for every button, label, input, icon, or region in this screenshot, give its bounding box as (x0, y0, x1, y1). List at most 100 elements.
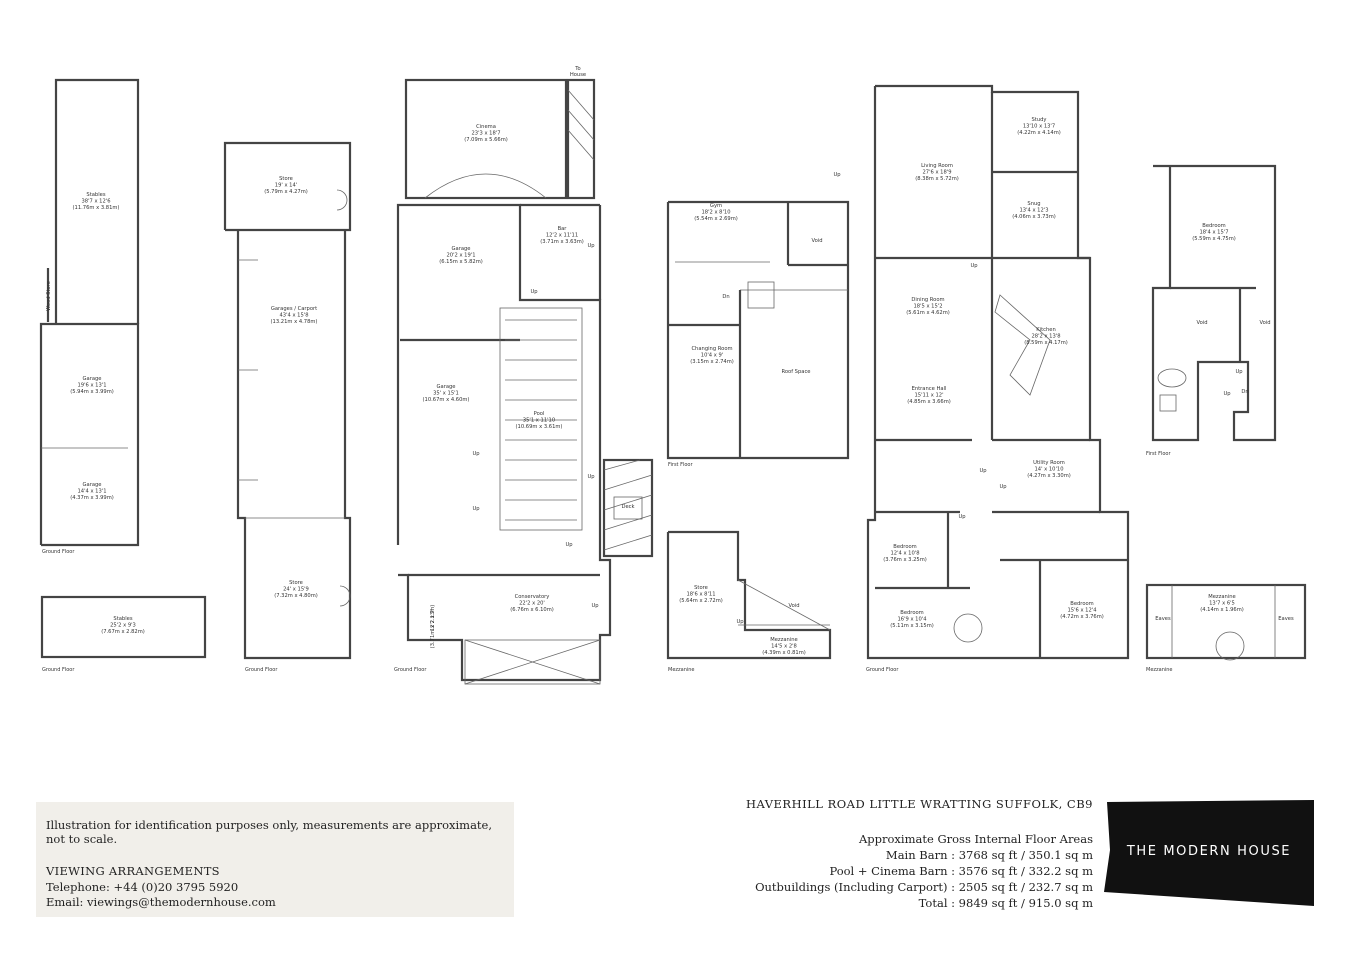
room-label: Store (694, 585, 708, 591)
to-house-label: To (574, 66, 580, 72)
area-outbuildings: Outbuildings (Including Carport) : 2505 … (755, 880, 1093, 894)
main-first-floor (1151, 164, 1277, 442)
garages-carport-building (223, 141, 352, 660)
room-label: Void (1259, 320, 1270, 326)
property-address: HAVERHILL ROAD LITTLE WRATTING SUFFOLK, … (745, 797, 1093, 811)
room-label: Mezzanine (770, 637, 798, 643)
room-label: Void (1196, 320, 1207, 326)
room-label: Kitchen (1036, 327, 1056, 333)
floor-label: Mezzanine (668, 667, 695, 673)
room-label: (8.38m x 5.72m) (915, 176, 959, 182)
room-label: (10.69m x 3.61m) (516, 424, 563, 430)
room-label: (3.71m x 3.63m) (540, 239, 584, 245)
stair-marker: Up (472, 506, 480, 512)
logo-text: THE MODERN HOUSE (1126, 844, 1292, 859)
room-label: (10.67m x 4.60m) (423, 397, 470, 403)
to-house-label: House (570, 72, 586, 78)
email-line: Email: viewings@themodernhouse.com (46, 895, 276, 909)
stair-marker: Up (736, 619, 744, 625)
room-label: 12'2 x 11'11 (546, 233, 578, 239)
area-total: Total : 9849 sq ft / 915.0 sq m (918, 896, 1093, 910)
room-label: 12'2 x 7' (430, 609, 436, 631)
room-label: Dining Room (911, 297, 944, 303)
room-label: Void (788, 603, 799, 609)
room-label: Bar (558, 226, 568, 232)
room-label: Garage (83, 376, 102, 382)
room-label: Study (1032, 117, 1047, 123)
room-label: 24' x 15'9 (283, 587, 309, 593)
room-label: (8.59m x 4.17m) (1024, 340, 1068, 346)
room-label: 14'5 x 2'8 (771, 644, 797, 650)
room-label: (4.85m x 3.66m) (907, 399, 951, 405)
room-label: (3.76m x 3.25m) (883, 557, 927, 563)
room-label: Bedroom (900, 610, 923, 616)
stair-marker: Up (1223, 391, 1231, 397)
room-label: (5.94m x 3.99m) (70, 389, 114, 395)
stables-small-building (40, 595, 207, 659)
room-label: 18'2 x 8'10 (701, 210, 730, 216)
room-label: Bedroom (1070, 601, 1093, 607)
room-label: 25'2 x 9'3 (110, 623, 136, 629)
pool-mezzanine (666, 530, 832, 660)
room-label: 28'2 x 13'8 (1031, 334, 1060, 340)
room-label: Garages / Carport (271, 306, 317, 312)
room-label: 14' x 10'10 (1034, 467, 1063, 473)
stair-marker: Up (958, 514, 966, 520)
room-label: 38'7 x 12'6 (81, 199, 110, 205)
disclaimer-note: Illustration for identification purposes… (46, 818, 493, 846)
deck-label: Deck (621, 504, 634, 510)
room-label: 43'4 x 15'8 (279, 313, 308, 319)
room-label: Cinema (476, 124, 496, 130)
floor-label: Ground Floor (866, 667, 899, 673)
room-label: Pool (534, 411, 545, 417)
room-label: 18'4 x 15'7 (1199, 230, 1228, 236)
room-label: (4.22m x 4.14m) (1017, 130, 1061, 136)
room-label: 23'3 x 18'7 (471, 131, 500, 137)
room-label: Snug (1027, 201, 1040, 207)
room-label: (4.37m x 3.99m) (70, 495, 114, 501)
stair-marker: Up (833, 172, 841, 178)
room-label: (13.21m x 4.78m) (271, 319, 318, 325)
room-label: Living Room (921, 163, 953, 169)
area-main-barn: Main Barn : 3768 sq ft / 350.1 sq m (885, 848, 1093, 862)
room-label: Bedroom (893, 544, 916, 550)
room-label: Void (811, 238, 822, 244)
room-label: 12'4 x 10'8 (890, 551, 919, 557)
room-label: (4.14m x 1.96m) (1200, 607, 1244, 613)
room-label: Entrance Hall (912, 386, 947, 392)
room-label: 20'2 x 19'1 (446, 253, 475, 259)
stair-marker: Up (530, 289, 538, 295)
room-label: (6.76m x 6.10m) (510, 607, 554, 613)
room-label: (7.09m x 5.66m) (464, 137, 508, 143)
room-label: (5.64m x 2.72m) (679, 598, 723, 604)
room-label: Stables (113, 616, 132, 622)
room-label: (6.15m x 5.82m) (439, 259, 483, 265)
areas-heading: Approximate Gross Internal Floor Areas (858, 832, 1093, 846)
room-label: Garage (83, 482, 102, 488)
floor-label: Ground Floor (42, 667, 75, 673)
room-label: (4.39m x 0.81m) (762, 650, 806, 656)
room-label: 15'11 x 12' (914, 393, 943, 399)
room-label: (5.61m x 4.62m) (906, 310, 950, 316)
stables-building (39, 78, 140, 547)
room-label: (5.11m x 3.15m) (890, 623, 934, 629)
room-label: 18'6 x 8'11 (686, 592, 715, 598)
brand-logo (1104, 800, 1314, 906)
room-label: 35' x 15'1 (433, 391, 459, 397)
stair-marker: Up (587, 243, 595, 249)
room-label: 13'10 x 13'7 (1023, 124, 1055, 130)
wood-store-label: Wood Store (46, 281, 52, 311)
floor-label: First Floor (668, 462, 693, 468)
room-label: Conservatory (515, 594, 550, 600)
viewing-heading: VIEWING ARRANGEMENTS (46, 864, 220, 878)
room-label: (5.54m x 2.69m) (694, 216, 738, 222)
room-label: 15'6 x 12'4 (1067, 608, 1097, 614)
room-label: Utility Room (1033, 460, 1065, 466)
area-pool-cinema: Pool + Cinema Barn : 3576 sq ft / 332.2 … (829, 864, 1093, 878)
floor-label: First Floor (1146, 451, 1171, 457)
stair-marker: Up (591, 603, 599, 609)
stair-marker: Dn (722, 294, 729, 300)
room-label: (3.15m x 2.74m) (690, 359, 734, 365)
room-label: Mezzanine (1208, 594, 1236, 600)
disclaimer-panel: Illustration for identification purposes… (36, 802, 514, 917)
